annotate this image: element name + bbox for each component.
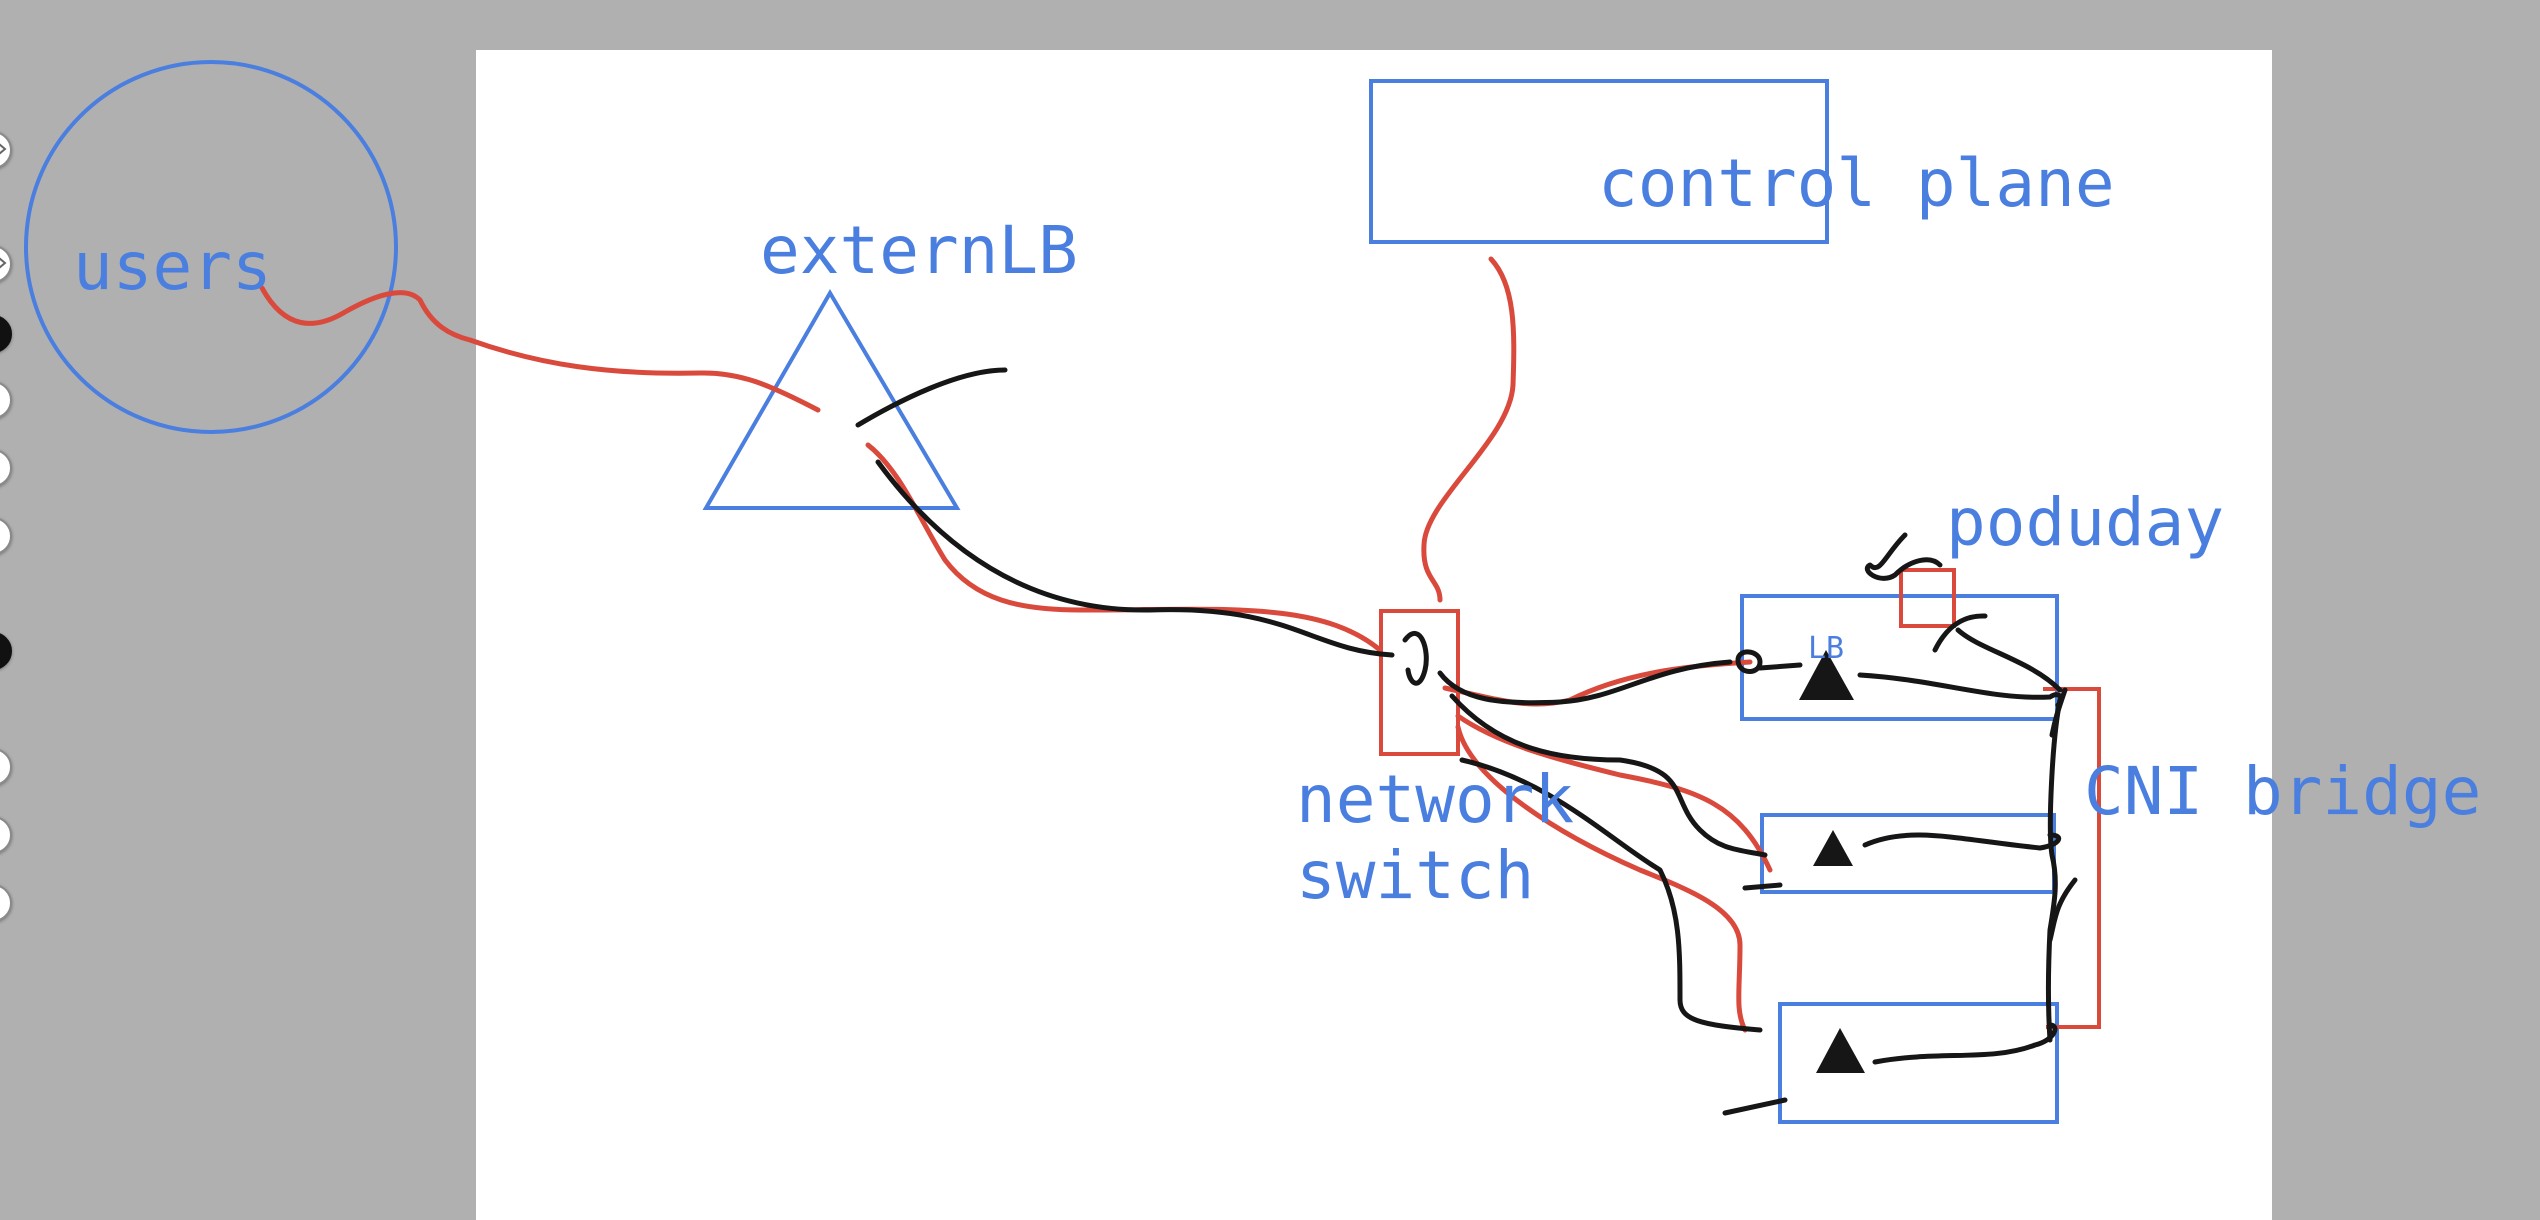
ink-externlb-switch [875,459,1395,658]
network-switch-box[interactable] [1379,609,1460,756]
cni-bridge-box[interactable] [2043,687,2101,1029]
ink-switch-pod3 [1459,757,1763,1033]
poduday-label: poduday [1946,484,2224,561]
extern-lb-label: externLB [760,212,1078,289]
users-label: users [73,228,272,305]
link-switch-pod3 [1455,724,1748,1033]
link-switch-pod2 [1455,713,1773,873]
ink-tick [855,367,1008,428]
ink-poduday-scribble [1865,532,2063,693]
link-controlplane-switch [1421,256,1517,603]
tool-glyph-icon [0,143,7,155]
pod-lb-triangle-1 [1799,650,1854,700]
link-users-externlb [259,285,821,413]
network-switch-label-line2: switch [1296,837,1534,914]
ink-switch-bracket [1402,631,1429,686]
control-plane-label: control plane [1598,145,2115,222]
poduday-marker-box[interactable] [1899,568,1956,628]
ink-switch-pod2 [1449,693,1768,858]
ink-pod3-right [1872,1022,2058,1065]
pod-lb-label: LB [1808,631,1844,666]
ink-pod1-loop [1735,649,1763,674]
control-plane-box[interactable] [1369,79,1829,244]
ink-bridge-curve [2047,687,2078,943]
ink-pod2-right [1862,832,2062,851]
ink-pod3-tick [1722,1097,1788,1116]
pod-lb-triangle-3 [1816,1028,1865,1073]
ink-pod2-tick [1742,882,1783,891]
network-switch-label-line1: network [1296,761,1574,838]
drawing-canvas[interactable] [476,50,2272,1220]
cni-bridge-label: CNI bridge [2084,753,2481,830]
ink-switch-pod1 [1437,659,1733,706]
tool-glyph-icon [0,257,7,269]
pod-box-3[interactable] [1778,1002,2059,1124]
users-circle[interactable] [24,60,398,434]
pod-lb-triangle-2 [1813,830,1853,866]
ink-bridge-vertical [2046,697,2063,1043]
extern-lb-triangle[interactable] [702,289,961,510]
